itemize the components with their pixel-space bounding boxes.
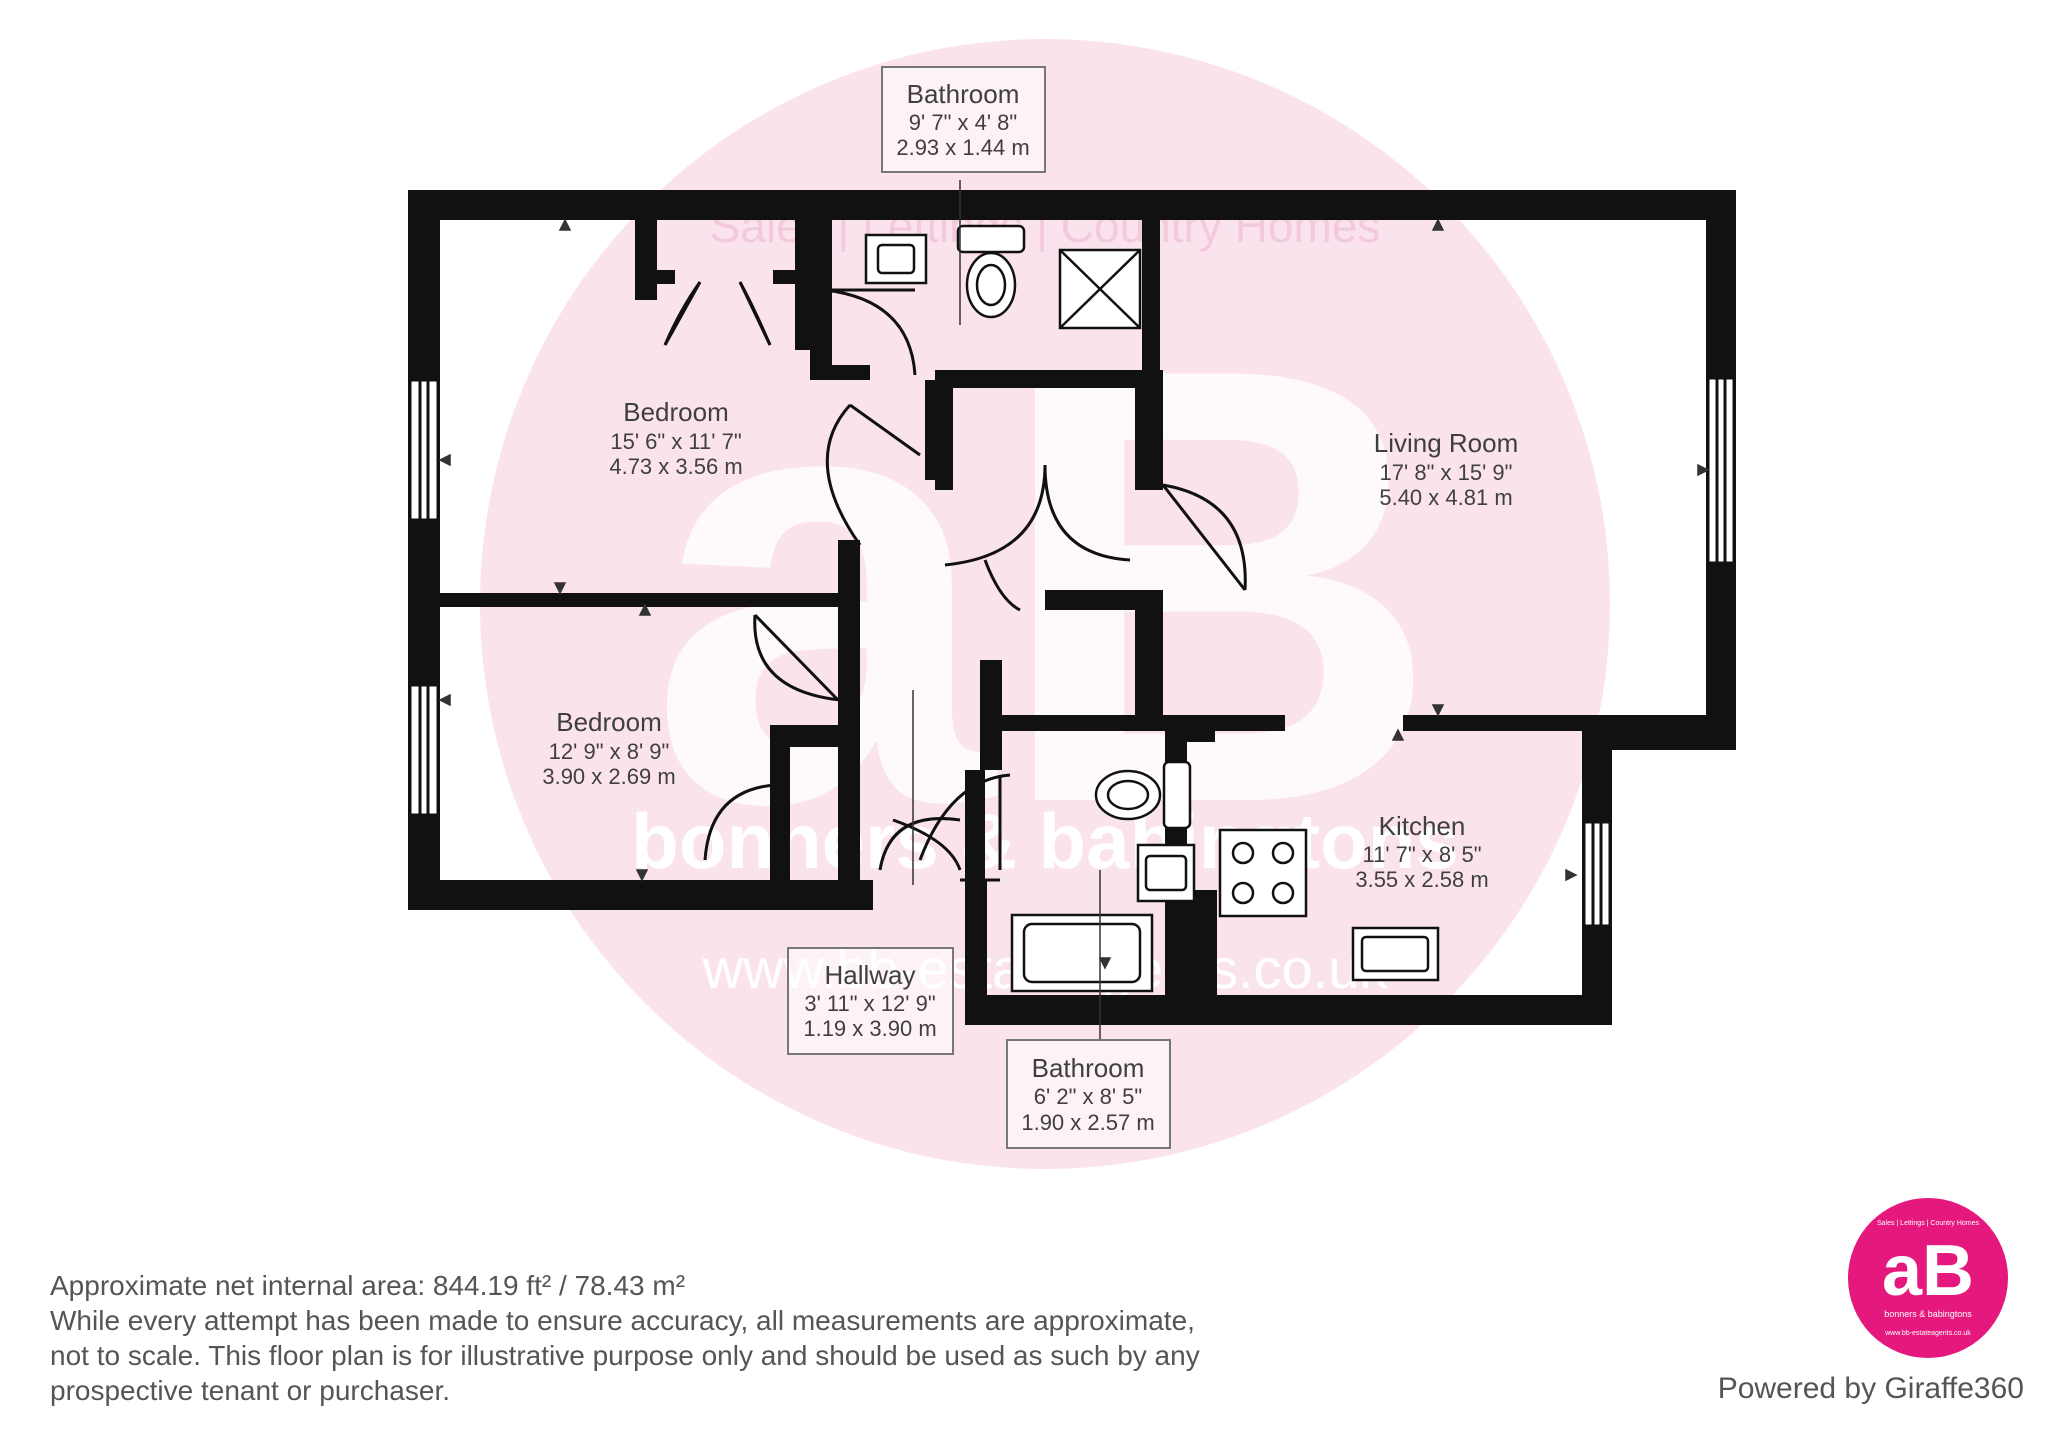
bathroom-top-metric: 2.93 x 1.44 m — [896, 135, 1029, 160]
toilet-bottom-bathroom — [1162, 760, 1192, 830]
living-room-metric: 5.40 x 4.81 m — [1379, 485, 1512, 510]
bathroom-bottom-name: Bathroom — [1032, 1053, 1145, 1083]
door-bathroom-top — [824, 288, 917, 376]
hob — [1218, 828, 1308, 918]
door-entrance — [878, 817, 961, 871]
walls — [408, 190, 1736, 1025]
living-room-name: Living Room — [1374, 428, 1519, 458]
door-entrance-2 — [892, 818, 962, 871]
hallway-label-box — [787, 947, 954, 1055]
bedroom-2-name: Bedroom — [556, 707, 662, 737]
bedroom-2-imperial: 12' 9" x 8' 9" — [549, 739, 670, 764]
disclaimer-line-1: While every attempt has been made to ens… — [50, 1305, 1195, 1336]
toilet-top-bathroom — [956, 224, 1026, 254]
door-bathroom-bottom — [918, 773, 1011, 861]
footer-disclaimer: Approximate net internal area: 844.19 ft… — [50, 1268, 1350, 1408]
logo-tagline: Sales | Lettings | Country Homes — [1877, 1220, 1980, 1227]
watermark-brand-text: bonners & babingtons — [631, 797, 1459, 885]
hallway-name: Hallway — [824, 960, 915, 990]
door-living-room — [1162, 483, 1247, 591]
windows — [408, 376, 1736, 928]
dimension-lines — [438, 180, 1710, 1040]
room-labels: Bathroom 9' 7" x 4' 8" 2.93 x 1.44 m Bed… — [542, 66, 1519, 1149]
brand-logo: Sales | Lettings | Country Homes aB bonn… — [1848, 1198, 2008, 1358]
bathroom-bottom-label-box — [1006, 1039, 1171, 1149]
bathroom-top-name: Bathroom — [907, 79, 1020, 109]
bathroom-top-imperial: 9' 7" x 4' 8" — [909, 110, 1017, 135]
kitchen-metric: 3.55 x 2.58 m — [1355, 867, 1488, 892]
door-hall-closet — [944, 464, 1131, 567]
disclaimer-line-3: prospective tenant or purchaser. — [50, 1375, 451, 1406]
kitchen-name: Kitchen — [1379, 811, 1466, 841]
logo-url: www.bb-estateagents.co.uk — [1884, 1330, 1971, 1337]
door-hallway-bend — [983, 559, 1021, 612]
door-bedroom-2 — [753, 614, 841, 702]
living-room-imperial: 17' 8" x 15' 9" — [1380, 460, 1513, 485]
bathroom-bottom-metric: 1.90 x 2.57 m — [1021, 1110, 1154, 1135]
bedroom-2-metric: 3.90 x 2.69 m — [542, 764, 675, 789]
disclaimer-line-2: not to scale. This floor plan is for ill… — [50, 1340, 1200, 1371]
window-kitchen — [1582, 820, 1612, 928]
bathroom-top-label-box — [881, 66, 1046, 173]
window-living-room — [1706, 376, 1736, 565]
bedroom-1-imperial: 15' 6" x 11' 7" — [610, 429, 741, 454]
bedroom-1-name: Bedroom — [623, 397, 729, 427]
door-swings — [663, 281, 1247, 882]
door-bedroom-2-cupboard — [703, 783, 776, 861]
area-text: Approximate net internal area: 844.19 ft… — [50, 1270, 686, 1301]
hallway-metric: 1.19 x 3.90 m — [803, 1016, 936, 1041]
kitchen-imperial: 11' 7" x 8' 5" — [1362, 842, 1481, 867]
window-bedroom-1 — [408, 378, 440, 522]
bedroom-1-metric: 4.73 x 3.56 m — [609, 454, 742, 479]
powered-by-text: Powered by Giraffe360 — [1717, 1372, 2024, 1405]
logo-brand: bonners & babingtons — [1884, 1309, 1972, 1319]
window-bedroom-2 — [408, 683, 440, 817]
hallway-imperial: 3' 11" x 12' 9" — [804, 991, 935, 1016]
bathroom-bottom-imperial: 6' 2" x 8' 5" — [1034, 1084, 1142, 1109]
fixtures — [864, 224, 1440, 993]
door-bedroom-1 — [825, 403, 862, 546]
logo-monogram: aB — [1882, 1231, 1974, 1311]
